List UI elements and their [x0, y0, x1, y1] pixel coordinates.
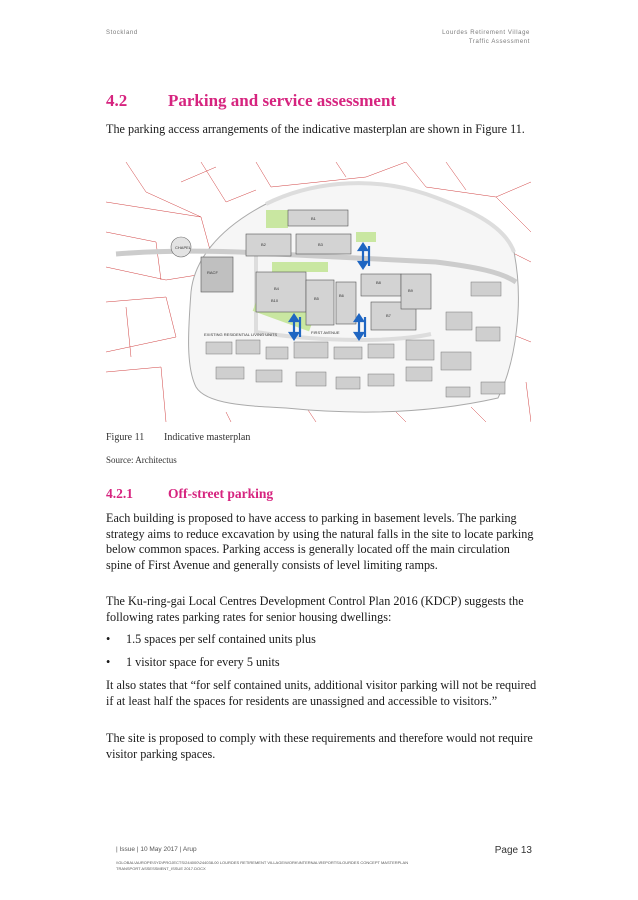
figure-caption: Figure 11 Indicative masterplan	[106, 432, 250, 443]
map-label-existing: EXISTING RESIDENTIAL LIVING UNITS	[204, 332, 278, 337]
subsection-heading: 4.2.1 Off-street parking	[106, 486, 273, 502]
map-label-b7: B7	[386, 313, 392, 318]
map-label-racf: RACF	[207, 270, 218, 275]
map-label-b4: B4	[274, 286, 280, 291]
map-label-chapel: CHAPEL	[175, 245, 192, 250]
list-item: •1 visitor space for every 5 units	[106, 655, 280, 669]
paragraph: It also states that “for self contained …	[106, 678, 537, 708]
footer-issue: | Issue | 10 May 2017 | Arup	[116, 846, 197, 853]
green-space	[272, 262, 328, 272]
footer-file-path-line1: \\GLOBAL\AUROPE\SYD\PROJECTS\244000\2440…	[116, 860, 409, 865]
figure-label: Figure 11	[106, 432, 145, 443]
subsection-title: Off-street parking	[168, 486, 274, 501]
header-project: Lourdes Retirement Village	[442, 30, 530, 36]
map-label-b3: B3	[318, 242, 324, 247]
map-label-b10: B10	[271, 298, 279, 303]
existing-buildings	[205, 281, 506, 398]
section-intro: The parking access arrangements of the i…	[106, 122, 525, 136]
proposed-buildings	[245, 209, 432, 331]
map-label-b9: B9	[408, 288, 414, 293]
list-item: •1.5 spaces per self contained units plu…	[106, 632, 316, 646]
green-space	[356, 232, 376, 242]
green-space	[266, 210, 288, 228]
map-label-b1: B1	[311, 216, 317, 221]
header-doc-type: Traffic Assessment	[468, 39, 530, 45]
paragraph: Each building is proposed to have access…	[106, 511, 534, 572]
footer-page-number: Page 13	[494, 845, 532, 856]
section-number: 4.2	[106, 91, 128, 110]
subsection-number: 4.2.1	[106, 486, 133, 501]
paragraph: The site is proposed to comply with thes…	[106, 731, 533, 761]
paragraph: The Ku-ring-gai Local Centres Developmen…	[106, 594, 524, 624]
section-heading: 4.2 Parking and service assessment	[106, 91, 396, 111]
map-label-b8: B8	[376, 280, 382, 285]
figure-source: Source: Architectus	[106, 455, 177, 465]
list-item-text: 1.5 spaces per self contained units plus	[126, 632, 316, 646]
masterplan-figure: CHAPEL RACF FIRST AVENUE B1 B2 B3 B4 B5 …	[105, 161, 532, 423]
map-label-b5: B5	[314, 296, 320, 301]
figure-caption-text: Indicative masterplan	[164, 432, 251, 443]
internal-road	[254, 254, 432, 342]
header-company: Stockland	[106, 30, 138, 36]
map-label-b6: B6	[339, 293, 345, 298]
ring-road	[265, 181, 516, 253]
racf-building	[200, 256, 234, 293]
chapel-building	[170, 236, 192, 258]
map-label-b2: B2	[261, 242, 267, 247]
access-arrows	[287, 242, 371, 341]
section-title: Parking and service assessment	[168, 91, 397, 110]
footer-file-path-line2: TRANSPORT ASSESSMENT_ISSUE 2017.DOCX	[116, 866, 206, 871]
map-label-first-avenue: FIRST AVENUE	[311, 330, 340, 335]
list-item-text: 1 visitor space for every 5 units	[126, 655, 280, 669]
